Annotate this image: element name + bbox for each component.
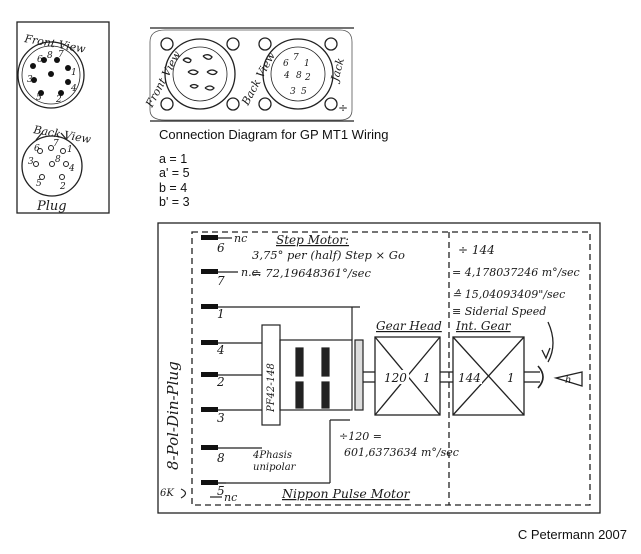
int-gear-label: Int. Gear [455,319,512,333]
svg-text:2: 2 [55,95,62,105]
legend-row: b' = 3 [159,195,190,209]
svg-text:2: 2 [59,182,66,192]
jack-back-circle [262,38,334,110]
jack-back-label: Back View [239,49,279,108]
ratio-1b: 1 [507,371,515,385]
svg-text:4: 4 [216,343,225,357]
svg-text:2: 2 [216,375,225,389]
legend-row: a' = 5 [159,166,190,180]
step-formula: 3,75° per (half) Step × Go [252,248,405,262]
svg-text:3: 3 [290,87,296,97]
eye-icon [553,371,583,387]
nc-label-7: n.c. [241,266,261,279]
step-motor-title: Step Motor: [276,233,349,247]
svg-text:8: 8 [47,51,53,61]
svg-text:2: 2 [304,73,311,83]
wiring-box [157,222,601,514]
legend-row: a = 1 [159,151,188,166]
svg-text:7: 7 [293,53,299,63]
svg-text:6: 6 [37,55,43,65]
plug-back-pins [33,145,69,180]
plug-panel-frame [16,21,110,214]
int-gear-box [440,321,554,416]
legend: Connection Diagram for GP MT1 Wiring a =… [159,127,389,210]
rate-1: = 4,178037246 m°/sec [452,266,580,279]
svg-text:8: 8 [217,451,225,465]
svg-text:8: 8 [55,155,61,165]
phase-note-2: unipolar [253,462,297,473]
step-result: = 72,19648361°/sec [252,266,371,280]
svg-text:3: 3 [27,75,33,85]
svg-text:1: 1 [71,68,77,78]
svg-text:5: 5 [217,484,225,498]
plug-panel [16,21,110,214]
din-plug-label: 8-Pol-Din-Plug [164,361,182,470]
svg-text:3: 3 [28,157,34,167]
divide-icon: ÷ [338,101,348,115]
svg-text:5: 5 [301,87,307,97]
div-120: ÷120 = [339,430,382,443]
svg-text:4: 4 [70,84,77,94]
rate-gear: 601,6373634 m°/sec [344,446,459,459]
nippon-label: Nippon Pulse Motor [281,486,411,501]
gear-head-label: Gear Head [376,319,442,333]
svg-text:7: 7 [53,139,59,149]
rate-3: ≡ Siderial Speed [452,305,546,318]
svg-text:1: 1 [67,145,73,155]
pin-number-labels: 6 7 1 4 2 3 8 5 [216,241,225,498]
jack-pin-numbers: 6 7 1 4 2 3 5 8 [283,53,311,97]
h-label: h [565,375,571,386]
sixk-label: 6K [160,488,174,499]
svg-text:8: 8 [296,71,302,81]
motor-dashed-frame [191,231,591,506]
ratio-1a: 1 [423,371,431,385]
credit: C Petermann 2007 [517,527,627,542]
plug-front-circle [17,41,85,109]
svg-text:4: 4 [283,71,290,81]
svg-text:6: 6 [283,59,289,69]
plug-label: Plug [36,199,67,214]
svg-text:7: 7 [217,274,225,288]
plug-front-pins [30,57,71,96]
svg-text:1: 1 [304,59,310,69]
legend-title: Connection Diagram for GP MT1 Wiring [159,127,389,142]
pin-stubs [201,235,218,485]
jack-panel [149,27,354,122]
svg-text:5: 5 [36,93,42,103]
ratio-144: 144 [458,371,481,385]
plug-back-label: Back View [31,123,92,146]
outer-frame [157,222,601,514]
plug-front-label: Front View [22,32,87,56]
nc-label-5: nc [224,491,237,504]
plug-front-pin-numbers: 6 8 7 1 3 4 5 2 [27,50,77,105]
legend-row: b = 4 [159,180,188,195]
svg-text:6: 6 [34,144,40,154]
jack-front-circle [164,38,236,110]
ratio-120: 120 [384,371,407,385]
svg-text:3: 3 [217,411,225,425]
div-144: ÷ 144 [458,243,495,257]
wires [218,306,360,484]
plug-back-circle [21,135,83,197]
svg-text:1: 1 [217,307,225,321]
nc-label-6: nc [234,232,247,245]
svg-text:6: 6 [217,241,225,255]
plug-back-pin-numbers: 1 6 7 3 8 4 5 2 [28,139,75,192]
coil-block [261,307,364,426]
svg-text:7: 7 [58,50,64,60]
svg-text:5: 5 [36,179,42,189]
chip-label: PF42-148 [266,363,277,413]
svg-text:4: 4 [68,164,75,174]
rate-2: ≙ 15,04093409"/sec [452,288,565,301]
phase-note-1: 4Phasis [252,450,292,461]
